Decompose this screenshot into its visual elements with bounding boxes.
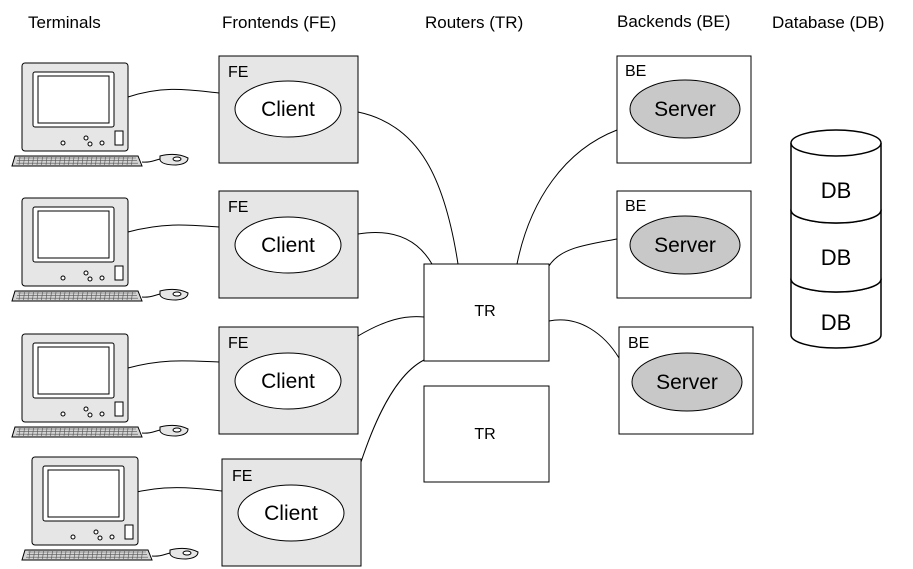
link-fe-1-router xyxy=(357,111,459,265)
link-router-be-1 xyxy=(516,129,618,265)
frontend-4-tag: FE xyxy=(232,468,252,485)
frontend-1: FE Client xyxy=(218,55,359,164)
router-1: TR xyxy=(423,263,550,362)
frontend-2: FE Client xyxy=(218,190,359,299)
router-2-label: TR xyxy=(474,426,495,443)
database-disk-1-label: DB xyxy=(821,178,852,203)
header-routers: Routers (TR) xyxy=(425,13,523,32)
link-router-be-3 xyxy=(548,319,620,359)
backend-2-tag: BE xyxy=(625,198,646,215)
terminal-computer-3 xyxy=(11,333,189,438)
frontend-4: FE Client xyxy=(221,458,362,567)
frontend-2-tag: FE xyxy=(228,199,248,216)
link-terminal-3-fe-3 xyxy=(127,360,220,369)
link-terminal-1-fe-1 xyxy=(127,88,220,98)
router-1-label: TR xyxy=(474,303,495,320)
frontend-1-label: Client xyxy=(261,98,315,121)
frontend-3-label: Client xyxy=(261,370,315,393)
link-fe-3-router xyxy=(357,316,425,337)
frontend-2-label: Client xyxy=(261,234,315,257)
link-fe-2-router xyxy=(357,232,433,265)
backend-3-label: Server xyxy=(656,371,718,394)
router-2: TR xyxy=(423,385,550,483)
database-disk-3-label: DB xyxy=(821,310,852,335)
link-terminal-2-fe-2 xyxy=(127,224,220,233)
link-router-be-2 xyxy=(548,238,618,267)
frontend-3: FE Client xyxy=(218,326,359,435)
frontend-3-tag: FE xyxy=(228,335,248,352)
backend-1: BE Server xyxy=(616,55,752,164)
backend-2-label: Server xyxy=(654,234,716,257)
frontend-4-label: Client xyxy=(264,502,318,525)
terminal-computer-1 xyxy=(11,62,189,167)
header-database: Database (DB) xyxy=(772,13,884,32)
connections xyxy=(127,88,620,495)
link-fe-4-router xyxy=(360,359,425,463)
header-frontends: Frontends (FE) xyxy=(222,13,336,32)
backend-1-tag: BE xyxy=(625,63,646,80)
terminal-computer-4 xyxy=(21,456,199,561)
backend-3: BE Server xyxy=(618,326,754,435)
frontend-1-tag: FE xyxy=(228,64,248,81)
backend-3-tag: BE xyxy=(628,335,649,352)
terminal-computer-2 xyxy=(11,197,189,302)
database-disk-1: DB xyxy=(790,129,882,224)
header-terminals: Terminals xyxy=(28,13,101,32)
header-backends: Backends (BE) xyxy=(617,12,730,31)
backend-1-label: Server xyxy=(654,98,716,121)
backend-2: BE Server xyxy=(616,190,752,299)
terminals-column xyxy=(11,62,199,561)
database-stack: DB DB DB xyxy=(790,129,882,349)
database-disk-2-label: DB xyxy=(821,245,852,270)
link-terminal-4-fe-4 xyxy=(127,487,223,495)
